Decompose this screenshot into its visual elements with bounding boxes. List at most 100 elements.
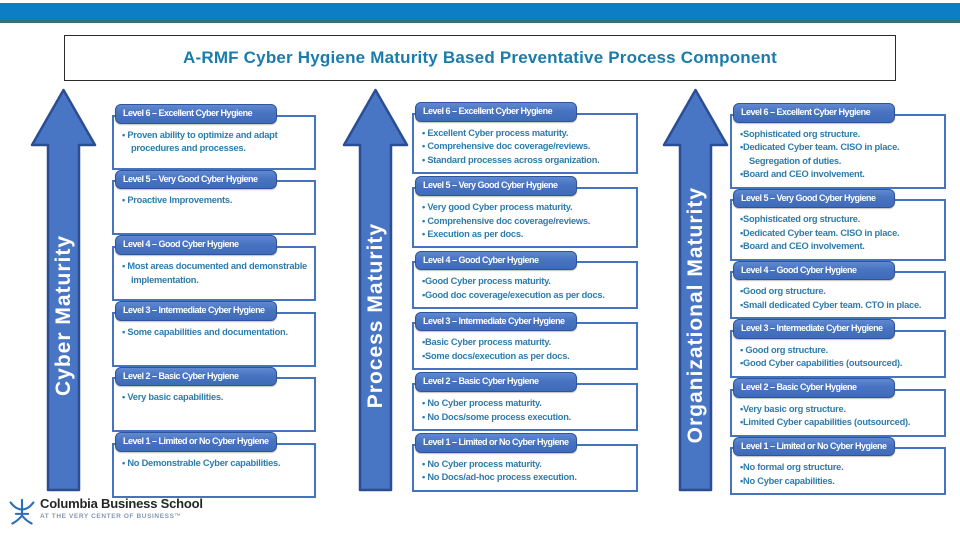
level-body: • Excellent Cyber process maturity. • Co… — [412, 112, 638, 175]
level-body: • Very good Cyber process maturity. • Co… — [412, 187, 638, 249]
bullet-line: • No Docs/ad-hoc process execution. — [422, 472, 577, 483]
arrow-label: Process Maturity — [363, 222, 387, 409]
level-group: Level 5 – Very Good Cyber Hygiene • Proa… — [112, 169, 316, 236]
bullet-line: • Very good Cyber process maturity. — [422, 202, 573, 213]
level-group: Level 3 – Intermediate Cyber Hygiene ▪ G… — [730, 319, 946, 378]
up-arrow-icon — [342, 88, 409, 492]
level-title: Level 5 – Very Good Cyber Hygiene — [423, 180, 558, 191]
bullet-line: •Limited Cyber capabilities (outsourced)… — [740, 417, 911, 428]
bullet-line: • No Cyber process maturity. — [422, 398, 542, 409]
arrow-label: Cyber Maturity — [51, 234, 75, 397]
bullet-line: ▪Basic Cyber process maturity. — [422, 337, 551, 348]
level-header: Level 6 – Excellent Cyber Hygiene — [733, 103, 895, 123]
level-title: Level 5 – Very Good Cyber Hygiene — [123, 173, 258, 184]
level-body: • No Demonstrable Cyber capabilities. — [112, 443, 316, 499]
level-body: •Sophisticated org structure. •Dedicated… — [730, 199, 946, 261]
level-group: Level 1 – Limited or No Cyber Hygiene •N… — [730, 436, 946, 496]
level-group: Level 6 – Excellent Cyber Hygiene • Prov… — [112, 104, 316, 170]
page-title: A-RMF Cyber Hygiene Maturity Based Preve… — [183, 48, 777, 67]
level-header: Level 4 – Good Cyber Hygiene — [415, 250, 577, 271]
cyber-maturity-arrow: Cyber Maturity — [30, 88, 97, 492]
level-header: Level 1 – Limited or No Cyber Hygiene — [415, 433, 577, 453]
process-maturity-arrow: Process Maturity — [342, 88, 409, 492]
bullet-line: ▪ Some capabilities and documentation. — [122, 326, 288, 337]
level-group: Level 5 – Very Good Cyber Hygiene •Sophi… — [730, 188, 946, 261]
bullet-line: ▪Some docs/execution as per docs. — [422, 350, 570, 361]
level-title: Level 3 – Intermediate Cyber Hygiene — [741, 323, 883, 334]
level-header: Level 5 – Very Good Cyber Hygiene — [115, 169, 277, 190]
level-group: Level 5 – Very Good Cyber Hygiene • Very… — [412, 176, 638, 249]
level-header: Level 6 – Excellent Cyber Hygiene — [415, 102, 577, 122]
level-header: Level 3 – Intermediate Cyber Hygiene — [415, 311, 577, 332]
bullet-line: •Dedicated Cyber team. CISO in place. — [740, 227, 900, 238]
level-title: Level 6 – Excellent Cyber Hygiene — [123, 108, 253, 118]
level-header: Level 2 – Basic Cyber Hygiene — [733, 377, 895, 398]
up-arrow-icon — [30, 88, 97, 492]
bullet-line: ▪Good doc coverage/execution as per docs… — [422, 289, 605, 300]
level-title: Level 4 – Good Cyber Hygiene — [423, 254, 539, 265]
level-group: Level 1 – Limited or No Cyber Hygiene • … — [112, 432, 316, 499]
bullet-line: ▪ Good org structure. — [740, 344, 828, 355]
arrow-label: Organizational Maturity — [683, 187, 707, 444]
level-header: Level 3 – Intermediate Cyber Hygiene — [733, 319, 895, 339]
level-header: Level 4 – Good Cyber Hygiene — [115, 235, 277, 256]
level-group: Level 2 – Basic Cyber Hygiene •Very basi… — [730, 377, 946, 437]
level-group: Level 2 – Basic Cyber Hygiene • No Cyber… — [412, 372, 638, 432]
logo-name: Columbia Business School — [40, 496, 203, 511]
bullet-line: ▪Good Cyber process maturity. — [422, 276, 551, 287]
bullet-line: ▪ Most areas documented and demonstrable… — [122, 261, 307, 285]
bullet-line: •Very basic org structure. — [740, 403, 846, 414]
up-arrow-icon — [662, 88, 729, 492]
bullet-line: • Standard processes across organization… — [422, 154, 600, 165]
bullet-line: • Excellent Cyber process maturity. — [422, 127, 569, 138]
level-group: Level 4 – Good Cyber Hygiene ▪ Most area… — [112, 235, 316, 302]
crown-icon — [9, 498, 35, 525]
columbia-logo: Columbia Business School AT THE VERY CEN… — [8, 496, 203, 530]
level-title: Level 5 – Very Good Cyber Hygiene — [741, 192, 876, 203]
level-title: Level 4 – Good Cyber Hygiene — [123, 239, 239, 250]
bullet-line: • No Docs/some process execution. — [422, 411, 571, 422]
bullet-line: •Sophisticated org structure. — [740, 128, 860, 139]
bullet-line: •No Cyber capabilities. — [740, 475, 835, 486]
level-group: Level 2 – Basic Cyber Hygiene • Very bas… — [112, 366, 316, 433]
bullet-line: •Board and CEO involvement. — [740, 241, 865, 252]
level-header: Level 5 – Very Good Cyber Hygiene — [415, 176, 577, 197]
organizational-maturity-arrow: Organizational Maturity — [662, 88, 729, 492]
bullet-line: ▪Good org structure. — [740, 286, 826, 297]
level-group: Level 6 – Excellent Cyber Hygiene •Sophi… — [730, 103, 946, 189]
level-group: Level 6 – Excellent Cyber Hygiene • Exce… — [412, 102, 638, 175]
level-title: Level 1 – Limited or No Cyber Hygiene — [741, 440, 887, 451]
level-title: Level 2 – Basic Cyber Hygiene — [123, 370, 239, 381]
bullet-line: • No Demonstrable Cyber capabilities. — [122, 458, 281, 469]
level-title: Level 2 – Basic Cyber Hygiene — [741, 381, 857, 392]
level-body: ▪ Most areas documented and demonstrable… — [112, 246, 316, 302]
bullet-line: • Comprehensive doc coverage/reviews. — [422, 141, 591, 152]
level-title: Level 1 – Limited or No Cyber Hygiene — [423, 437, 569, 448]
level-group: Level 3 – Intermediate Cyber Hygiene ▪ S… — [112, 301, 316, 367]
organizational-maturity-column: Level 6 – Excellent Cyber Hygiene •Sophi… — [730, 103, 946, 496]
top-banner — [0, 3, 960, 23]
bullet-line: ▪Good Cyber capabilities (outsourced). — [740, 358, 903, 369]
level-title: Level 6 – Excellent Cyber Hygiene — [741, 107, 871, 117]
bullet-line: • Proven ability to optimize and adapt p… — [122, 129, 278, 154]
level-group: Level 1 – Limited or No Cyber Hygiene • … — [412, 433, 638, 492]
level-header: Level 5 – Very Good Cyber Hygiene — [733, 188, 895, 209]
level-header: Level 6 – Excellent Cyber Hygiene — [115, 104, 277, 124]
level-title: Level 4 – Good Cyber Hygiene — [741, 264, 857, 275]
level-body: •Sophisticated org structure. •Dedicated… — [730, 113, 946, 189]
bullet-line: • Execution as per docs. — [422, 228, 524, 239]
level-header: Level 2 – Basic Cyber Hygiene — [115, 366, 277, 387]
level-body: • Proven ability to optimize and adapt p… — [112, 114, 316, 170]
level-title: Level 2 – Basic Cyber Hygiene — [423, 376, 539, 387]
level-title: Level 3 – Intermediate Cyber Hygiene — [123, 305, 265, 316]
title-box: A-RMF Cyber Hygiene Maturity Based Preve… — [64, 35, 896, 81]
level-header: Level 1 – Limited or No Cyber Hygiene — [115, 432, 277, 453]
logo-text-block: Columbia Business School AT THE VERY CEN… — [40, 496, 203, 520]
level-body: • Proactive Improvements. — [112, 180, 316, 236]
bullet-line: • Comprehensive doc coverage/reviews. — [422, 215, 591, 226]
bullet-line: •No formal org structure. — [740, 462, 844, 473]
bullet-line: • Very basic capabilities. — [122, 392, 224, 403]
level-group: Level 3 – Intermediate Cyber Hygiene ▪Ba… — [412, 311, 638, 371]
level-title: Level 3 – Intermediate Cyber Hygiene — [423, 315, 565, 326]
